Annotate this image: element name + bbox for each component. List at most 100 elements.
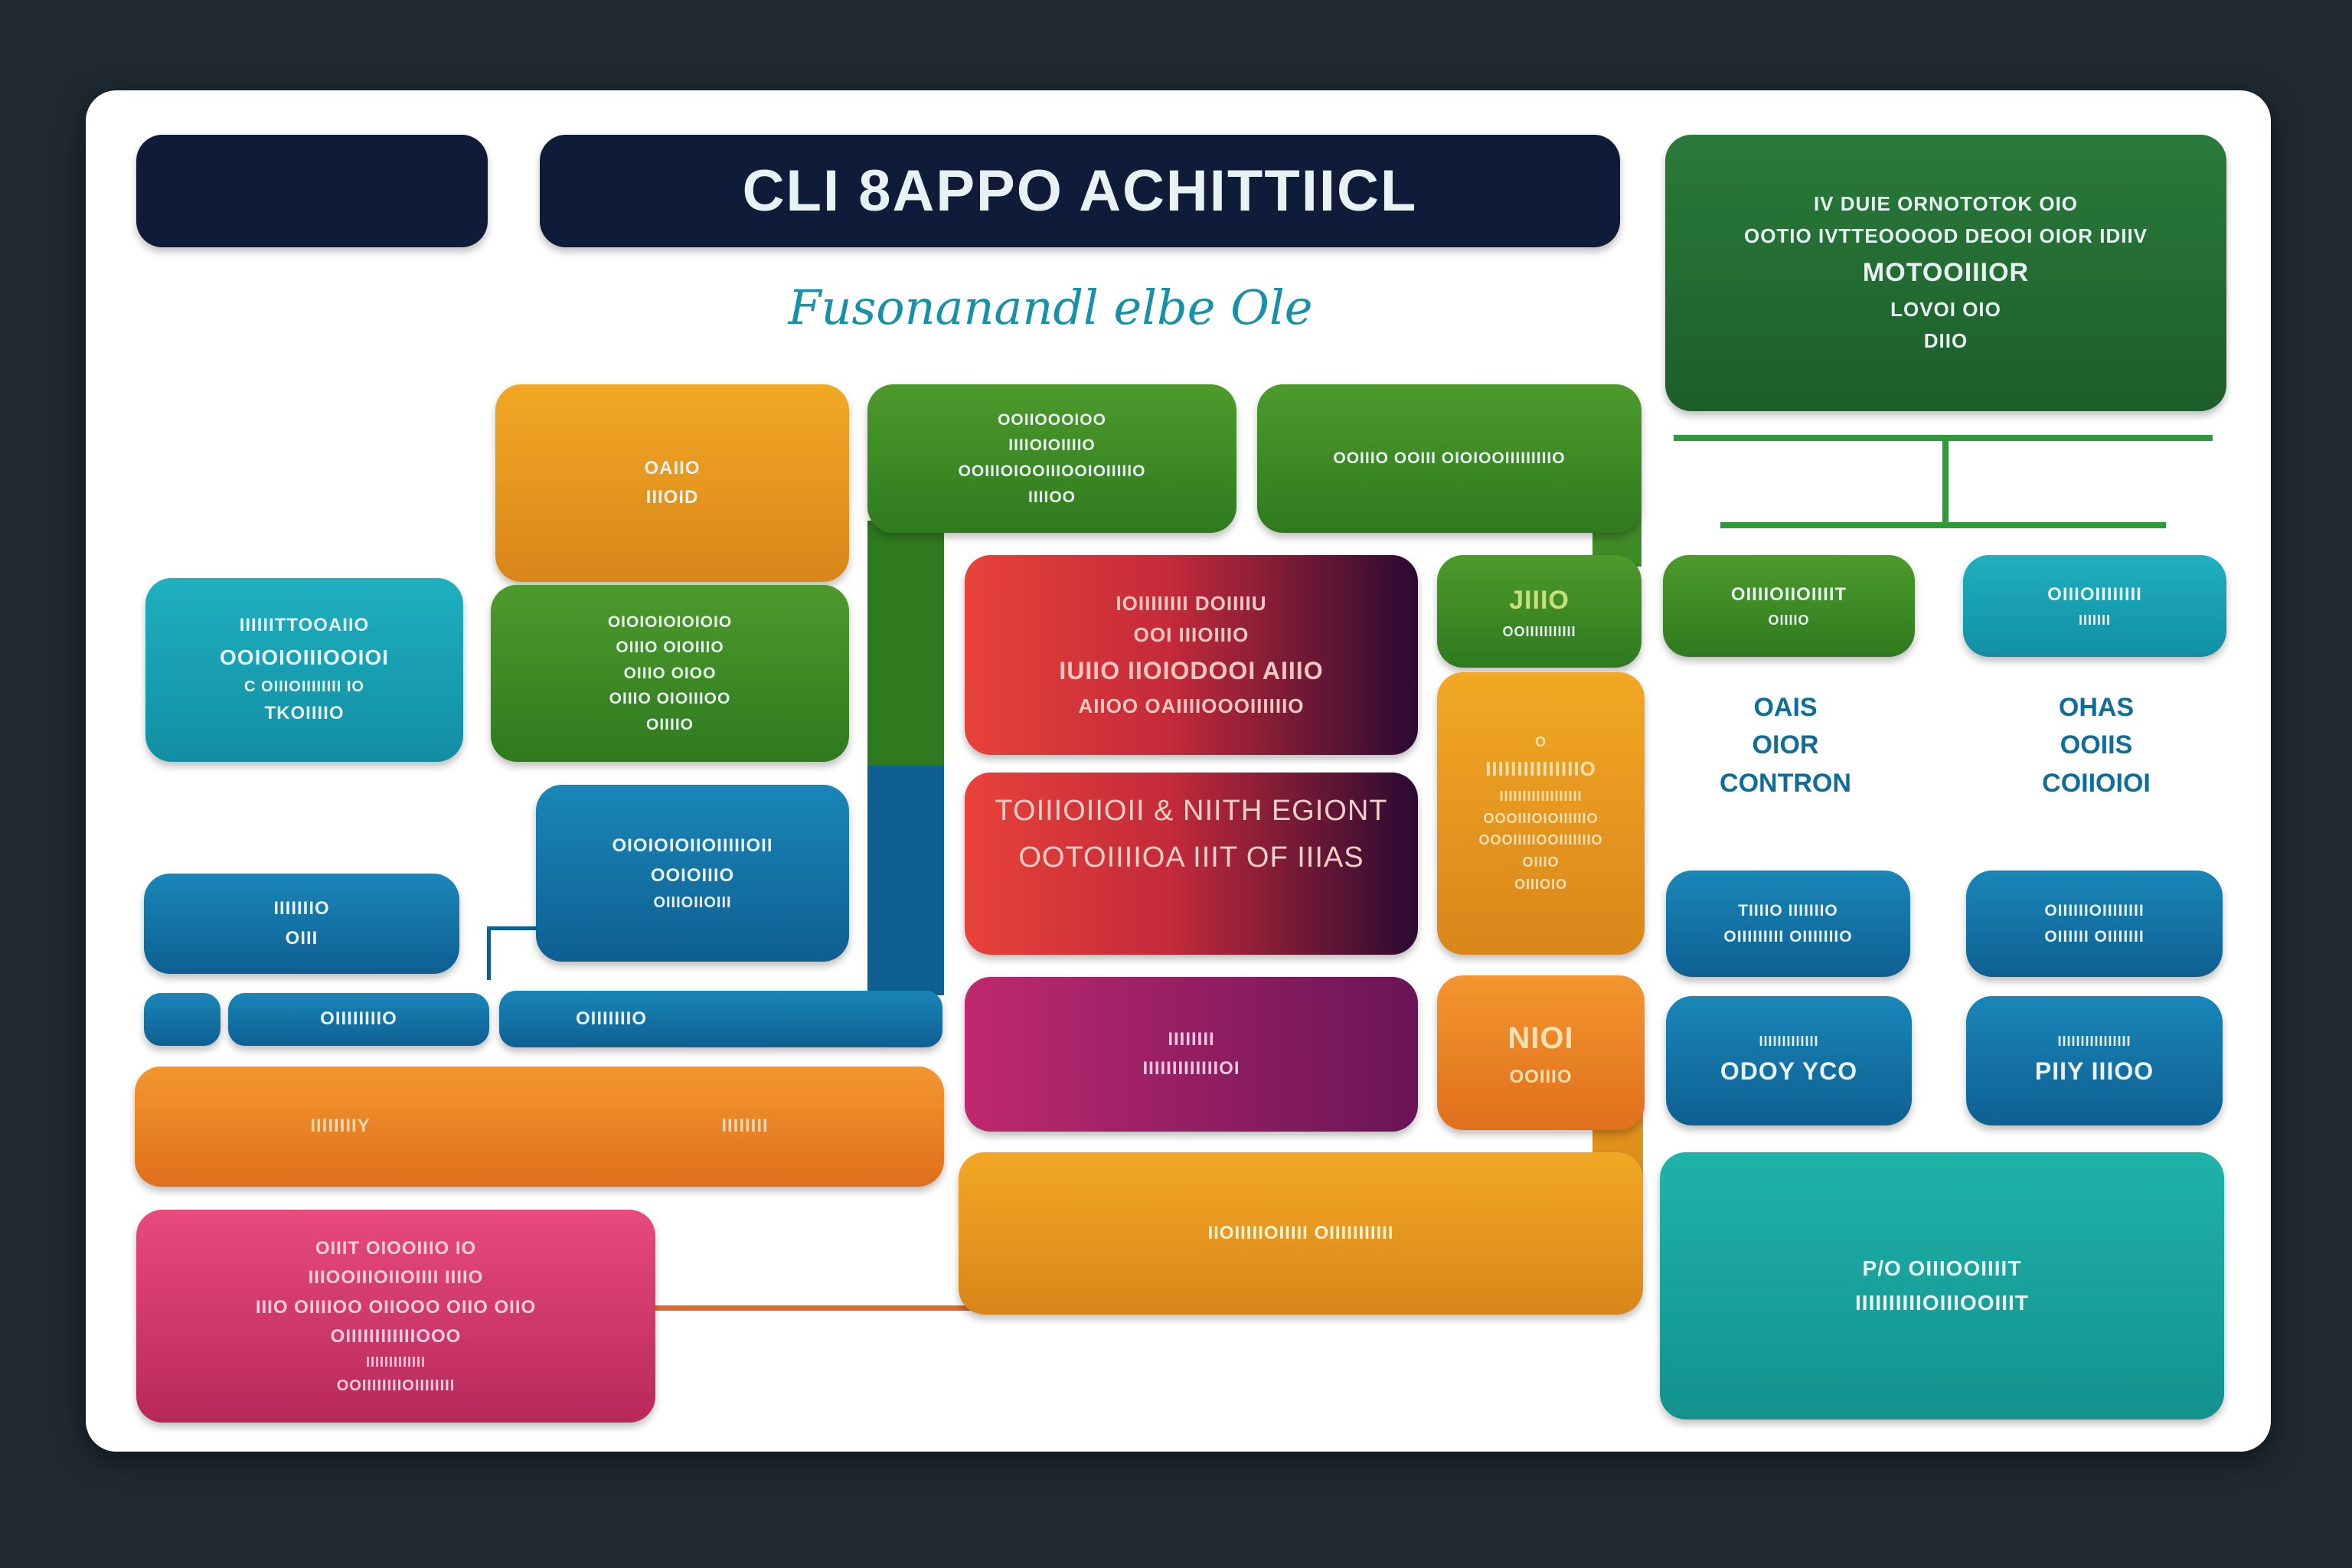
label-text: OOIIS <box>2060 730 2133 760</box>
label-left-column: OAIS OIOR CONTRON <box>1671 689 1900 802</box>
box-text: IIIIIIIIY <box>310 1116 371 1137</box>
connector-line <box>1942 438 1949 525</box>
box-text: IIIIIIIIIIOIIIOOIIIT <box>1855 1290 2029 1315</box>
box-blue-r1: TIIIIO IIIIIIIO OIIIIIIIII OIIIIIIIO <box>1666 871 1910 977</box>
box-blue-bar-2: OIIIIIIIO <box>499 991 942 1047</box>
box-text: OIIIO OIOIIIOO <box>609 690 731 708</box>
box-blue-bar-1: OIIIIIIIIO <box>228 993 489 1046</box>
box-blue-r3: IIIIIIIIIIIII ODOY YCO <box>1666 996 1912 1125</box>
label-text: CONTRON <box>1720 768 1851 798</box>
box-text: OOIOIOIIIOOIOI <box>220 645 389 669</box>
box-text: IIIIIIII <box>721 1116 769 1137</box>
box-orange-top: OAIIO IIIOID <box>495 384 849 582</box>
label-text: OAIS <box>1753 693 1818 722</box>
box-text: OAIIO <box>644 457 701 479</box>
box-teal-left: IIIIIITTOOAIIO OOIOIOIIIOOIOI C OIIIOIIIII… <box>145 578 463 762</box>
box-text: OIIIO <box>1522 854 1560 871</box>
box-text: OIIIOIO <box>1514 876 1567 892</box>
box-text: DIIO <box>1923 329 1968 353</box>
box-text: OIIIIIIOIIIIIIII <box>2044 901 2145 920</box>
box-text: IV DUIE ORNOTOTOK OIO <box>1813 192 2079 216</box>
box-orange-tall: O IIIIIIIIIIIIIIIO IIIIIIIIIIIIIIIIII OOOII… <box>1437 672 1645 955</box>
box-text: MOTOOIIIOR <box>1862 258 2030 288</box>
box-orange-wide: IIIIIIIIY IIIIIIII <box>135 1067 944 1187</box>
label-text: COIIOIOI <box>2042 768 2151 798</box>
box-text: IIIIIITTOOAIIO <box>239 615 370 636</box>
diagram-title: CLI 8APPO ACHITTIICL <box>540 135 1620 247</box>
box-blue-tiny <box>144 993 220 1046</box>
box-text: IUIIO IIOIODOOI AIIIO <box>1059 656 1324 684</box>
connector-band-blue <box>867 766 944 995</box>
box-text: IIIIIIIIIIIII <box>365 1354 426 1370</box>
box-text: ODOY YCO <box>1720 1057 1858 1086</box>
box-text: TIIIIO IIIIIIIO <box>1738 901 1838 920</box>
box-text: OIII <box>285 927 318 949</box>
box-orange-big: IIOIIIIIOIIIII OIIIIIIIIIII <box>959 1152 1643 1315</box>
header-blank-pill <box>136 135 488 247</box>
box-text: JIIIO <box>1509 585 1570 615</box>
box-text: IOIIIIIIII DOIIIIU <box>1116 591 1267 615</box>
box-text: IIIO OIIIIOO OIIOOO OIIO OIIO <box>255 1296 537 1318</box>
box-purple: IIIIIIII IIIIIIIIIIIIIOI <box>965 977 1418 1132</box>
box-text: C OIIIOIIIIIIII IO <box>244 678 364 696</box>
label-text: OIOR <box>1752 730 1819 760</box>
box-green-right: OIIIIOIIOIIIIT OIIIIO <box>1663 555 1915 657</box>
connector-line <box>655 1305 977 1311</box>
box-text: TKOIIIIO <box>264 703 345 724</box>
box-text: OOIIIIIIIIIII <box>1502 624 1576 640</box>
box-text: IIIIIIII <box>1168 1028 1215 1050</box>
box-text: OIIIOIIOIII <box>653 893 732 911</box>
diagram-subtitle: Fusonanandl elbe Ole <box>788 279 1313 335</box>
box-text: IIIOOIIIOIIOIIII IIIIO <box>308 1267 484 1289</box>
box-text: O <box>1534 734 1547 750</box>
box-text: OOIIOOOIOO <box>998 410 1106 429</box>
top-right-box: IV DUIE ORNOTOTOK OIO OOTIO IVTTEOOOOD D… <box>1665 135 2226 411</box>
box-blue-mid: OIOIOIOIIOIIIIIOII OOIOIIIO OIIIOIIOIII <box>536 785 849 962</box>
box-text: IIIIIIIIIIIII <box>1759 1033 1819 1049</box>
box-green-top: OOIIOOOIOO IIIIOIOIIIIO OOIIIOIOOIIIOOIOII… <box>867 384 1236 533</box>
box-text: OIIIO OIOIIIO <box>616 639 724 657</box>
box-text: IIIOID <box>645 487 699 508</box>
box-text: OIIIIO <box>645 715 694 733</box>
box-text: OIIIIIIIO <box>576 1008 648 1029</box>
title-text: CLI 8APPO ACHITTIICL <box>742 158 1418 224</box>
box-text: OIIIOIIIIIIII <box>2047 583 2142 605</box>
box-blue-small: IIIIIIIO OIII <box>144 874 459 974</box>
box-text: IIIIOO <box>1027 488 1076 506</box>
box-text: OIIIIOIIOIIIIT <box>1730 583 1847 605</box>
connector-band-green <box>867 521 944 773</box>
box-text: IIIIIIIIIIIIIIIO <box>1485 757 1596 781</box>
box-text: IIIIIIIO <box>273 898 330 920</box>
box-text: AIIOO OAIIIIOOOIIIIIIO <box>1078 694 1305 717</box>
box-teal-big: P/O OIIIOOIIIIT IIIIIIIIIIOIIIOOIIIT <box>1660 1152 2224 1419</box>
box-green-small: JIIIO OOIIIIIIIIIII <box>1437 555 1642 668</box>
box-text: OIIIT OIOOIIIO IO <box>315 1237 477 1259</box>
box-text: TOIIIOIIOII & NIITH EGIONT <box>995 795 1388 827</box>
box-text: OOIIIOIOOIIIOOIOIIIIIO <box>958 462 1146 480</box>
box-text: NIOI <box>1508 1021 1574 1055</box>
label-text: OHAS <box>2058 693 2135 722</box>
box-text: IIIIIIIIIIIIIIIIII <box>1499 788 1583 804</box>
box-text: P/O OIIIOOIIIIT <box>1862 1256 2022 1280</box>
box-text: OIIIIO <box>1768 612 1810 629</box>
connector-line <box>487 926 536 930</box>
label-right-column: OHAS OOIIS COIIOIOI <box>1981 689 2211 802</box>
box-pink: OIIIT OIOOIIIO IO IIIOOIIIOIIOIIII IIIIO I… <box>136 1210 655 1423</box>
box-text: OOOIIIIIOOIIIIIIIO <box>1478 832 1603 848</box>
box-teal-right: OIIIOIIIIIIII IIIIIII <box>1963 555 2226 657</box>
box-text: IIIIOIOIIIIO <box>1008 436 1096 455</box>
box-green-top-2: OOIIIO OOIII OIOIOOIIIIIIIIIO <box>1257 384 1642 533</box>
box-text: IIIIIII <box>2078 612 2111 629</box>
box-text: OIOIOIOIIOIIIIIOII <box>612 835 773 857</box>
box-text: OIIIIIIIII OIIIIIIIO <box>1723 927 1853 946</box>
box-text: OIIIO OIOO <box>623 664 717 682</box>
box-text: OOTIO IVTTEOOOOD DEOOI OIOR IDIIV <box>1743 224 2148 247</box>
connector-line <box>1720 522 2166 528</box>
box-text: IIIIIIIIIIIIIOI <box>1142 1058 1240 1079</box>
box-text: LOVOI OIO <box>1890 297 2001 321</box>
box-text: OIIIIIIIIO <box>320 1008 397 1030</box>
box-text: OOIOIIIO <box>650 864 735 886</box>
box-text: PIIY IIIOO <box>2034 1057 2154 1086</box>
